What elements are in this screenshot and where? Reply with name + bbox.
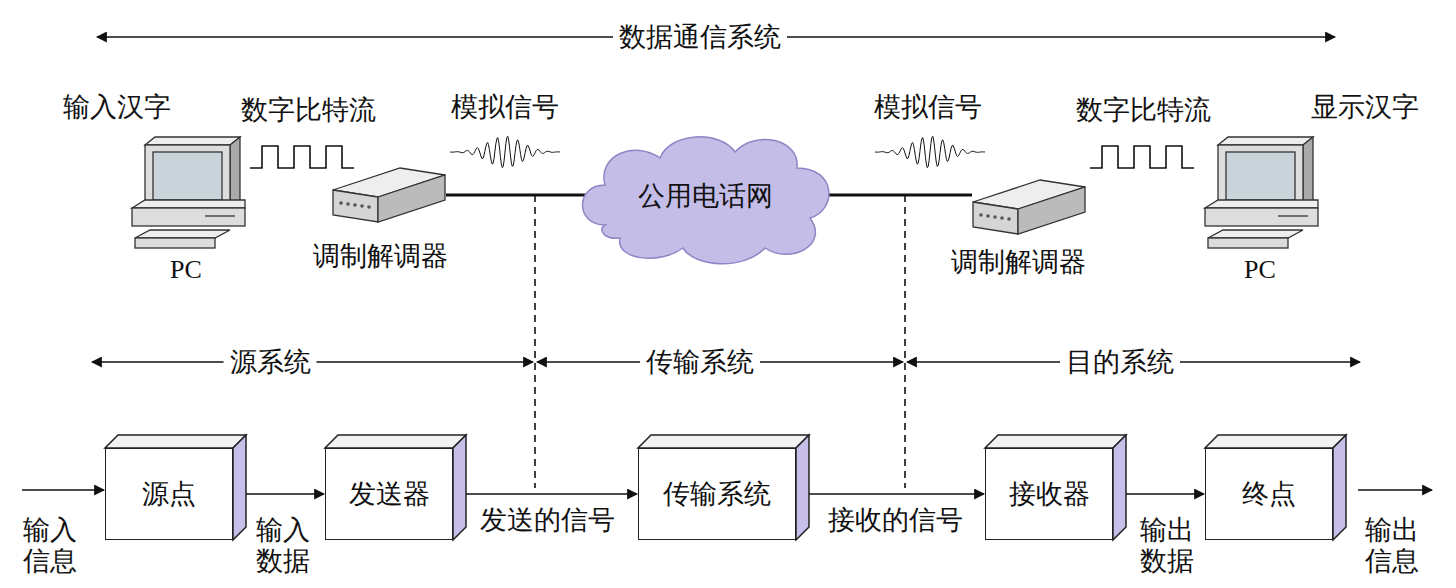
text-label: 源系统	[224, 346, 317, 377]
flow-arrow	[246, 493, 324, 495]
edge-label: 输出 数据	[1137, 514, 1196, 576]
text-label: 调制解调器	[313, 240, 448, 271]
edge-label: 发送的信号	[480, 504, 615, 535]
block-box: 发送器	[325, 448, 453, 540]
text-label: 输入汉字	[63, 91, 171, 122]
analog-wave	[875, 136, 985, 167]
square-wave	[1090, 146, 1194, 168]
pc-icon	[132, 137, 245, 248]
text-label: PC	[1244, 255, 1276, 285]
text-label: 模拟信号	[874, 91, 982, 122]
square-wave	[250, 146, 354, 168]
node-text: 接收器	[1009, 476, 1090, 512]
block-box: 终点	[1205, 448, 1333, 540]
input-arrow	[22, 489, 104, 491]
node-text: 公用电话网	[638, 178, 773, 214]
analog-wave	[450, 136, 560, 167]
boundary-line	[904, 195, 906, 488]
output-arrow	[1358, 489, 1432, 491]
flow-arrow	[466, 493, 637, 495]
text-label: PC	[170, 255, 202, 285]
block-box: 接收器	[985, 448, 1113, 540]
node-text: 源点	[142, 476, 196, 512]
text-label: 调制解调器	[951, 246, 1086, 277]
text-label: 数字比特流	[241, 94, 376, 125]
text-label: 显示汉字	[1311, 91, 1419, 122]
cloud-node: 公用电话网	[575, 130, 835, 262]
phone-line	[818, 194, 972, 197]
diagram-title: 数据通信系统	[613, 21, 787, 52]
edge-label: 接收的信号	[828, 504, 963, 535]
edge-label: 输入 数据	[253, 514, 312, 576]
modem-icon	[973, 180, 1085, 234]
node-text: 发送器	[349, 476, 430, 512]
node-text: 传输系统	[663, 476, 771, 512]
text-label: 输入 信息	[20, 514, 79, 576]
phone-line	[446, 194, 590, 197]
modem-icon	[333, 168, 445, 222]
block-box: 源点	[105, 448, 233, 540]
node-text: 终点	[1242, 476, 1296, 512]
text-label: 目的系统	[1060, 346, 1180, 377]
pc-icon	[1205, 137, 1318, 248]
text-label: 输出 信息	[1362, 514, 1421, 576]
flow-arrow	[809, 493, 984, 495]
text-label: 传输系统	[640, 346, 760, 377]
block-box: 传输系统	[638, 448, 796, 540]
boundary-line	[534, 195, 536, 488]
flow-arrow	[1126, 493, 1204, 495]
text-label: 数字比特流	[1076, 94, 1211, 125]
text-label: 模拟信号	[451, 91, 559, 122]
